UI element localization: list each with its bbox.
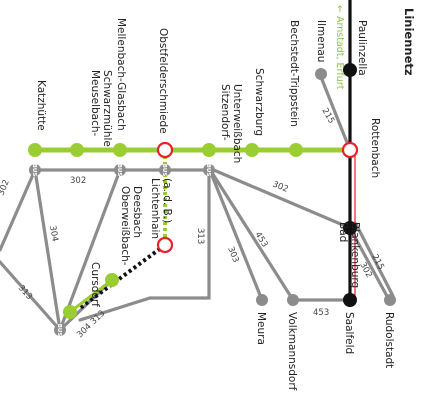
- station-obstfelderschmiede[interactable]: [156, 141, 174, 159]
- label-cursdorf: Cursdorf: [89, 262, 101, 307]
- label-bad-blankenburg: Bad Blankenburg: [337, 222, 361, 288]
- svg-text:BUS: BUS: [116, 164, 122, 177]
- label-ilmenau: Ilmenau: [315, 20, 327, 62]
- label-bechstedt: Bechstedt-Trippstein: [288, 20, 300, 127]
- route-label-304: 304: [47, 225, 60, 243]
- svg-text:BUS: BUS: [31, 164, 37, 177]
- station-paulinzella[interactable]: [343, 63, 357, 77]
- label-lichtenhain-line2: (a. d. B.): [161, 178, 173, 223]
- svg-text:BUS: BUS: [161, 164, 167, 177]
- station-rudolstadt[interactable]: [384, 294, 396, 306]
- label-paulinzella: Paulinzella: [356, 20, 368, 76]
- label-rottenbach: Rottenbach: [369, 118, 381, 178]
- route-215-rudolstadt: [348, 226, 390, 300]
- station-meura[interactable]: [256, 294, 268, 306]
- route-313: [78, 166, 211, 322]
- stations: [28, 63, 396, 319]
- station-ilmenau[interactable]: [315, 68, 327, 80]
- label-bad-blankenburg-line1: Bad: [337, 222, 349, 242]
- route-label-302-left: 302: [0, 178, 12, 197]
- station-katzhuette[interactable]: [28, 143, 42, 157]
- direction-arnstadt-erfurt: ← Arnstadt, Erfurt: [334, 5, 345, 90]
- station-cursdorf[interactable]: [63, 305, 77, 319]
- map-title: Liniennetz: [402, 8, 416, 76]
- label-bad-blankenburg-line2: Blankenburg: [349, 222, 361, 288]
- label-mellenbach: Mellenbach-Glasbach: [115, 18, 127, 131]
- label-schwarzburg: Schwarzburg: [253, 68, 265, 136]
- station-schwarzburg[interactable]: [245, 143, 259, 157]
- bus-icon: BUS: [114, 164, 126, 177]
- label-oberweissbach-line1: Oberweißbach-: [119, 186, 131, 266]
- label-meuselbach-line2: Schwarzmühle: [101, 70, 113, 147]
- bus-icon: BUS: [203, 164, 215, 177]
- route-303: [207, 166, 264, 302]
- label-lichtenhain-line1: Lichtenhain: [149, 178, 161, 239]
- label-obstfelderschmiede: Obstfelderschmiede: [157, 28, 169, 134]
- route-313-left: [0, 260, 62, 332]
- station-bechstedt[interactable]: [289, 143, 303, 157]
- station-oberweissbach[interactable]: [105, 273, 119, 287]
- station-bad-blankenburg[interactable]: [343, 221, 357, 235]
- route-453-diag: [207, 166, 295, 302]
- station-saalfeld[interactable]: [343, 293, 357, 307]
- bus-icon: BUS: [159, 164, 171, 177]
- bus-stop-markers: BUS BUS BUS BUS BUS: [29, 164, 215, 337]
- route-labels: 215 302 302 313 303 453 453 215 302 304 …: [0, 107, 386, 341]
- station-sitzendorf[interactable]: [202, 143, 216, 157]
- route-304-a: [33, 168, 62, 332]
- route-label-302-mid: 302: [70, 176, 86, 186]
- bus-icon: BUS: [54, 324, 66, 337]
- svg-text:BUS: BUS: [205, 164, 211, 177]
- route-label-304-313: 304 313: [75, 309, 107, 341]
- svg-text:BUS: BUS: [56, 324, 62, 337]
- label-katzhuette: Katzhütte: [35, 80, 47, 131]
- label-rudolstadt: Rudolstadt: [383, 312, 395, 368]
- route-304-b: [58, 168, 122, 332]
- label-sitzendorf-line1: Sitzendorf-: [219, 84, 231, 141]
- label-meura: Meura: [255, 312, 267, 345]
- route-label-303: 303: [225, 245, 240, 264]
- station-meuselbach[interactable]: [70, 143, 84, 157]
- label-lichtenhain: Lichtenhain (a. d. B.): [149, 178, 173, 242]
- route-label-313: 313: [195, 228, 205, 244]
- bus-routes: [0, 75, 395, 332]
- route-215-top: [319, 75, 352, 152]
- label-oberweissbach: Oberweißbach- Deesbach: [119, 186, 143, 269]
- label-saalfeld: Saalfeld: [343, 312, 355, 354]
- rail-cursdorf-link: [69, 278, 113, 314]
- bus-icon: BUS: [29, 164, 41, 177]
- label-sitzendorf-line2: Unterweißbach: [231, 84, 243, 163]
- route-302-left: [0, 168, 37, 252]
- label-meuselbach: Meuselbach- Schwarzmühle: [89, 70, 113, 147]
- label-meuselbach-line1: Meuselbach-: [89, 70, 101, 137]
- route-302-right: [207, 166, 352, 230]
- station-rottenbach[interactable]: [341, 141, 359, 159]
- label-oberweissbach-line2: Deesbach: [131, 186, 143, 238]
- route-302-rudolstadt: [354, 222, 395, 298]
- label-volkmannsdorf: Volkmannsdorf: [286, 312, 298, 391]
- route-label-302-right: 302: [271, 180, 290, 195]
- route-label-453-bottom: 453: [313, 308, 329, 318]
- label-sitzendorf: Sitzendorf- Unterweißbach: [219, 84, 243, 163]
- station-labels: Paulinzella Ilmenau Rottenbach Bechstedt…: [35, 18, 395, 391]
- station-volkmannsdorf[interactable]: [287, 294, 299, 306]
- station-lichtenhain[interactable]: [156, 236, 174, 254]
- station-mellenbach[interactable]: [113, 143, 127, 157]
